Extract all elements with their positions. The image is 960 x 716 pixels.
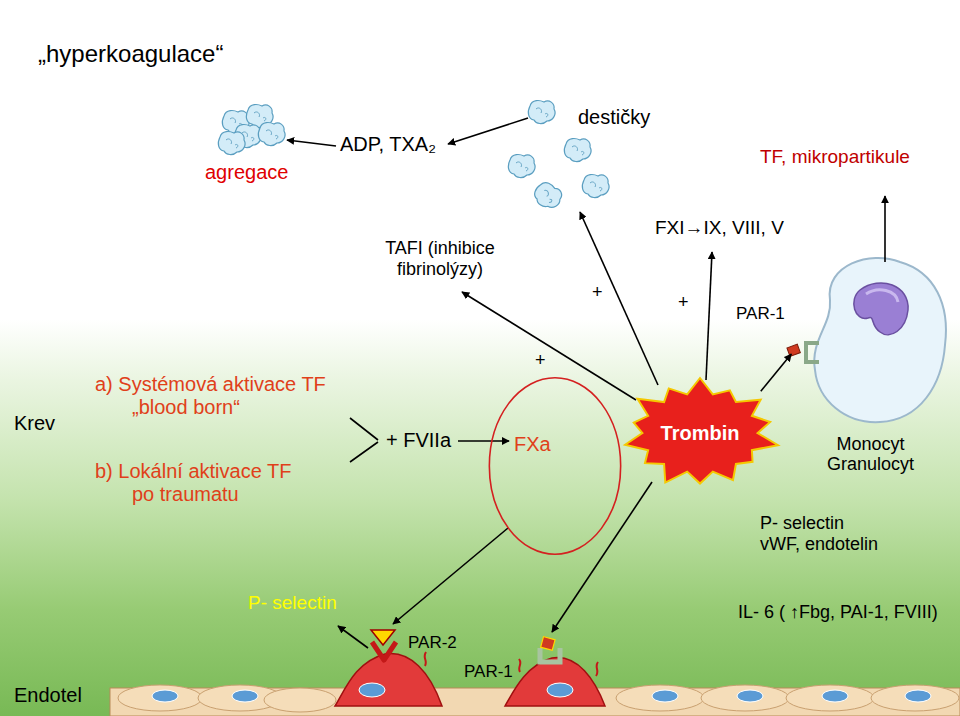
annotation-label: IL- 6 ( ↑Fbg, PAI-1, FVIII) [738,602,953,623]
annotation-label: TF, mikropartikule [760,146,910,168]
endothelium [786,685,874,711]
monocyte-cell [787,258,946,422]
monocyte-cell [854,283,908,335]
endothelium [264,688,336,712]
annotation-label: PAR-2 [408,633,457,653]
node-outline [625,378,778,484]
annotation-label: P- selectin vWF, endotelin [760,513,888,554]
node-text: Trombin [661,422,740,445]
endothelium [822,690,848,702]
annotation-label: b) Lokální aktivace TF po traumatu [95,460,305,506]
free-platelets [530,179,565,212]
node-outline [489,378,620,554]
reaction-arrows [552,482,652,632]
annotation-label: Endotel [14,684,82,707]
annotation-label: P- selectin [248,592,337,614]
annotation-label: destičky [578,106,650,129]
platelet-aggregate [218,105,285,155]
endothelium [118,685,202,711]
diagram-title: „hyperkoagulace“ [38,40,223,68]
endothelium [905,690,931,702]
endothelium [371,630,395,645]
free-platelets [508,155,535,178]
endothelium [547,683,573,697]
endothelium [737,690,763,702]
platelet-aggregate [258,123,285,146]
annotation-label: PAR-1 [736,304,785,324]
annotation-label: PAR-1 [464,662,513,682]
free-platelets [528,101,555,124]
annotation-label: + [678,292,689,313]
reaction-arrows [458,440,509,442]
monocyte-cell [806,343,819,362]
annotation-label: FXI→IX, VIII, V [655,217,784,239]
free-platelets [564,139,591,162]
reaction-arrows [393,528,508,624]
reaction-arrows [350,418,378,462]
endothelium [152,690,178,702]
monocyte-cell [814,258,946,422]
node-text: Monocyt Granulocyt [811,434,931,475]
reaction-arrows [448,118,528,144]
endothelium [541,637,555,651]
annotation-label: + [592,282,603,303]
annotation-label: ADP, TXA₂ [340,133,436,156]
node-outline [488,376,622,556]
endothelium [871,685,959,711]
monocyte-cell [787,344,800,356]
reaction-arrows [287,140,336,146]
annotation-label: agregace [205,161,288,184]
annotation-label: Krev [14,412,55,435]
endothelium [652,690,678,702]
reaction-arrows [462,292,636,400]
reaction-arrows [580,212,658,385]
connector-arrow [761,354,792,391]
reaction-circle: FXa [488,376,622,556]
reaction-arrows [338,626,368,648]
annotation-label: a) Systémová aktivace TF „blood born“ [95,373,365,419]
thrombin-burst: Trombin [620,378,780,488]
node-text: FXa [514,433,551,456]
endothelium [616,685,704,711]
platelet-aggregate [218,132,245,155]
free-platelets [582,175,609,198]
endothelium [110,630,960,716]
reaction-arrows [287,118,885,648]
endothelium [359,683,385,697]
endothelium [232,690,258,702]
reaction-arrows [884,196,886,262]
annotation-label: + [535,350,546,371]
endothelium [701,685,789,711]
reaction-arrows [706,252,712,380]
monocyte-cell [866,290,898,302]
annotation-label: TAFI (inhibice fibrinolýzy) [350,238,530,279]
annotation-label: + FVIIa [386,429,451,452]
cell-node: Monocyt Granulocyt [788,265,953,477]
